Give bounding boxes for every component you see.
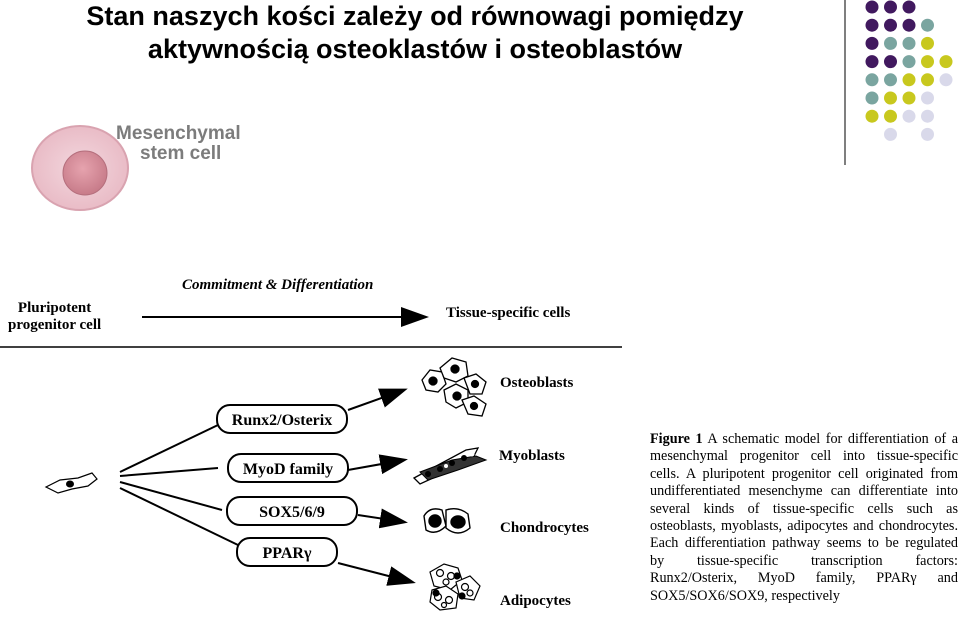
decorative-dot xyxy=(902,18,916,32)
factor-runx2-osterix: Runx2/Osterix xyxy=(216,404,348,434)
decorative-dot xyxy=(939,55,953,69)
decorative-dot xyxy=(884,18,897,32)
title-line-2: aktywnością osteoklastów i osteoblastów xyxy=(147,34,683,64)
stem-cell-label-line-2: stem cell xyxy=(140,143,222,164)
figure-caption: Figure 1 A schematic model for different… xyxy=(650,431,958,605)
decorative-dot xyxy=(902,109,916,123)
decorative-dot xyxy=(884,55,897,69)
decorative-dot-grid xyxy=(844,0,953,165)
decorative-dot xyxy=(902,55,916,69)
caption-text: A schematic model for differentiation of… xyxy=(650,431,958,604)
decorative-dot xyxy=(884,127,897,141)
decorative-dot xyxy=(865,0,879,14)
decorative-dot xyxy=(921,109,934,123)
arrow-to-chondrocytes xyxy=(357,508,408,529)
arrow-to-osteoblasts xyxy=(347,388,408,411)
decorative-dot xyxy=(902,73,916,87)
stem-cell-illustration xyxy=(31,125,129,211)
osteoblast-cluster-icon xyxy=(421,357,487,417)
decorative-dot xyxy=(921,55,934,69)
stem-cell-label: Mesenchymal stem cell xyxy=(116,124,241,164)
adipocyte-cluster-icon xyxy=(429,563,481,611)
cell-label-adipocytes: Adipocytes xyxy=(500,593,571,609)
slide-title: Stan naszych kości zależy od równowagi p… xyxy=(0,0,830,66)
decorative-dot xyxy=(865,73,879,87)
myoblast-cluster-icon xyxy=(412,447,488,485)
cell-label-osteoblasts: Osteoblasts xyxy=(500,375,574,391)
decorative-dot xyxy=(902,91,916,105)
branch-line-osteoblasts xyxy=(119,424,219,473)
cell-label-myoblasts: Myoblasts xyxy=(499,448,565,464)
decorative-dot xyxy=(939,73,953,87)
branch-line-myoblasts xyxy=(119,467,219,477)
stem-cell-label-line-1: Mesenchymal xyxy=(116,123,241,144)
decorative-dot xyxy=(865,109,879,123)
decorative-dot xyxy=(884,91,897,105)
decorative-dot xyxy=(884,73,897,87)
decorative-dot xyxy=(921,73,934,87)
decorative-dot xyxy=(884,36,897,50)
decorative-dot xyxy=(884,0,897,14)
source-label: Pluripotent progenitor cell xyxy=(8,300,101,334)
differentiation-scheme xyxy=(0,307,622,611)
decorative-dot xyxy=(902,36,916,50)
progenitor-cell-icon xyxy=(44,472,98,494)
factor-myod-family: MyoD family xyxy=(227,453,349,483)
decorative-dot xyxy=(921,91,934,105)
cell-nucleus xyxy=(62,150,108,196)
decorative-dot xyxy=(921,18,934,32)
decorative-dot xyxy=(865,91,879,105)
branch-line-chondrocytes xyxy=(119,481,223,511)
decorative-dot xyxy=(884,109,897,123)
arrow-to-adipocytes xyxy=(337,562,416,586)
chondrocyte-cluster-icon xyxy=(423,507,471,534)
decorative-dot xyxy=(921,36,934,50)
decorative-dot xyxy=(865,18,879,32)
title-line-1: Stan naszych kości zależy od równowagi p… xyxy=(86,1,744,31)
caption-label: Figure 1 xyxy=(650,431,703,447)
source-label-line-2: progenitor cell xyxy=(8,317,102,333)
arrow-to-myoblasts xyxy=(347,454,408,475)
factor-ppar-gamma: PPARγ xyxy=(236,537,338,567)
source-label-line-1: Pluripotent xyxy=(17,300,92,316)
branch-line-adipocytes xyxy=(119,487,239,546)
factor-sox5-6-9: SOX5/6/9 xyxy=(226,496,358,526)
decorative-dot xyxy=(902,0,916,14)
decorative-dot xyxy=(921,127,934,141)
commitment-label: Commitment & Differentiation xyxy=(182,277,374,293)
decorative-dot xyxy=(865,55,879,69)
cell-label-chondrocytes: Chondrocytes xyxy=(500,520,589,536)
target-label: Tissue-specific cells xyxy=(446,305,571,321)
decorative-dot xyxy=(865,36,879,50)
